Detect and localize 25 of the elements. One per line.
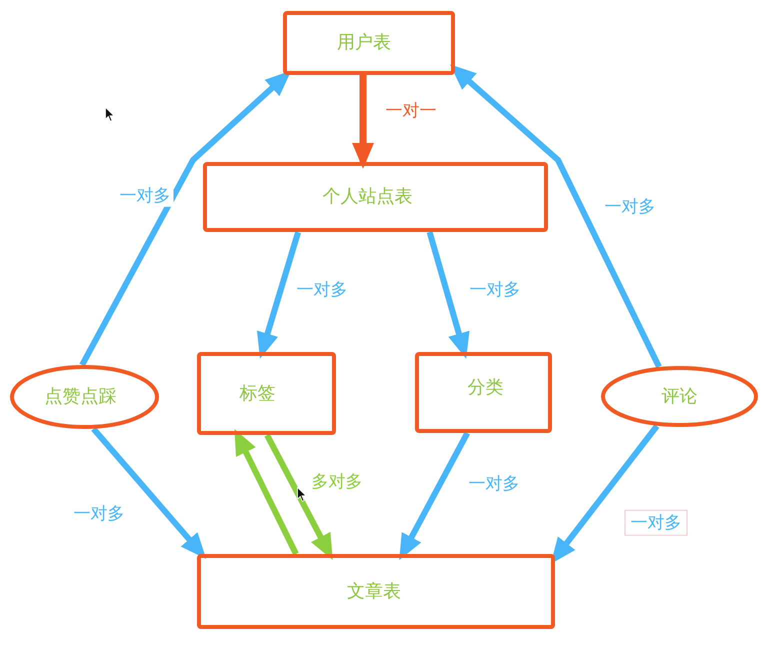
entity-ellipse [601, 366, 758, 427]
arrow [91, 426, 206, 559]
table-box [415, 352, 552, 433]
table-box [203, 162, 548, 232]
node-label: 个人站点表 [322, 186, 412, 208]
arrow [79, 70, 292, 366]
arrow [426, 231, 470, 359]
arrow [264, 434, 333, 560]
arrow [256, 231, 301, 359]
arrow [450, 64, 662, 368]
arrow [550, 424, 660, 564]
node-label: 点赞点踩 [44, 386, 116, 408]
edge-label: 一对多 [624, 510, 688, 536]
entity-ellipse [10, 365, 159, 429]
node-label: 分类 [468, 376, 504, 398]
node-label: 标签 [240, 382, 276, 404]
arrow [399, 432, 470, 560]
arrow [234, 428, 299, 556]
table-box [197, 352, 336, 435]
node-label: 用户表 [337, 32, 391, 54]
table-box [197, 554, 555, 629]
arrow [352, 75, 374, 169]
node-label: 文章表 [347, 580, 401, 602]
table-box [283, 11, 455, 75]
node-label: 评论 [662, 386, 698, 408]
